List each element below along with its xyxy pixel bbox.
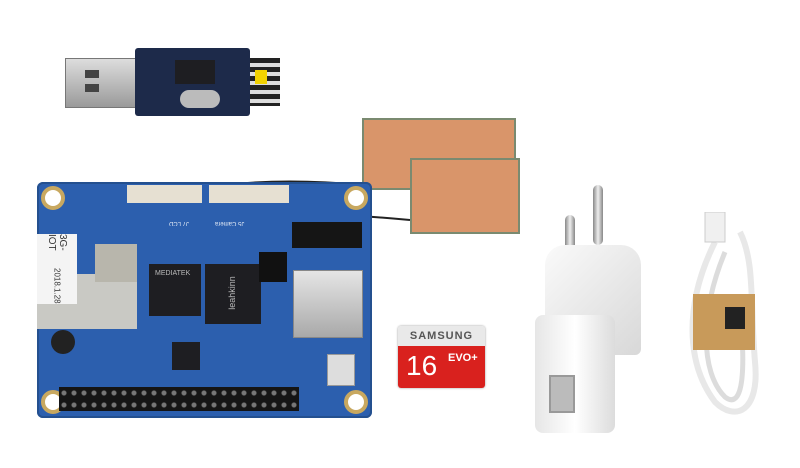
date-label: 2018.1.28 xyxy=(52,268,62,304)
charger-body xyxy=(535,315,615,433)
mounting-hole xyxy=(344,390,368,414)
antenna-patch xyxy=(410,158,520,234)
usb-plug-slot xyxy=(85,84,99,92)
charger-prong xyxy=(593,185,603,245)
camera-connector xyxy=(209,185,289,203)
3g-iot-board: J7 LCD J5 Camera 3G-IOT 2018.1.28 MEDIAT… xyxy=(37,182,372,418)
sd-label: 16 EVO+ xyxy=(398,346,485,388)
jumper xyxy=(255,70,267,84)
usb-ttl-adapter xyxy=(65,48,280,116)
usb-port xyxy=(293,270,363,338)
adapter-chip xyxy=(175,60,215,84)
jumper-block xyxy=(259,252,287,282)
soc-chip: MEDIATEK xyxy=(149,264,201,316)
mem-brand: leahkinn xyxy=(226,276,237,310)
lcd-connector xyxy=(127,185,202,203)
micro-usb-port xyxy=(327,354,355,386)
button xyxy=(51,330,75,354)
usb-charger xyxy=(535,185,641,433)
sd-series: EVO+ xyxy=(448,352,478,364)
mounting-hole xyxy=(41,186,65,210)
usb-cable xyxy=(689,212,759,415)
charger-usb-port xyxy=(549,375,575,413)
crystal xyxy=(180,90,220,108)
pmic-chip xyxy=(172,342,200,370)
sd-capacity: 16 xyxy=(406,350,438,381)
model-label: 3G-IOT xyxy=(46,234,68,251)
microsd-card: SAMSUNG 16 EVO+ xyxy=(398,326,485,388)
modem-shield xyxy=(95,244,137,282)
memory-chip: leahkinn xyxy=(205,264,261,324)
board-label: 3G-IOT 2018.1.28 xyxy=(37,234,77,304)
camera-label: J5 Camera xyxy=(215,220,245,226)
audio-jack xyxy=(292,222,362,248)
gpio-header xyxy=(59,387,299,411)
soc-brand: MEDIATEK xyxy=(155,270,191,277)
usb-plug xyxy=(65,58,147,108)
mounting-hole xyxy=(344,186,368,210)
lcd-label: J7 LCD xyxy=(169,220,190,226)
sd-brand: SAMSUNG xyxy=(398,326,485,346)
usb-plug-slot xyxy=(85,70,99,78)
